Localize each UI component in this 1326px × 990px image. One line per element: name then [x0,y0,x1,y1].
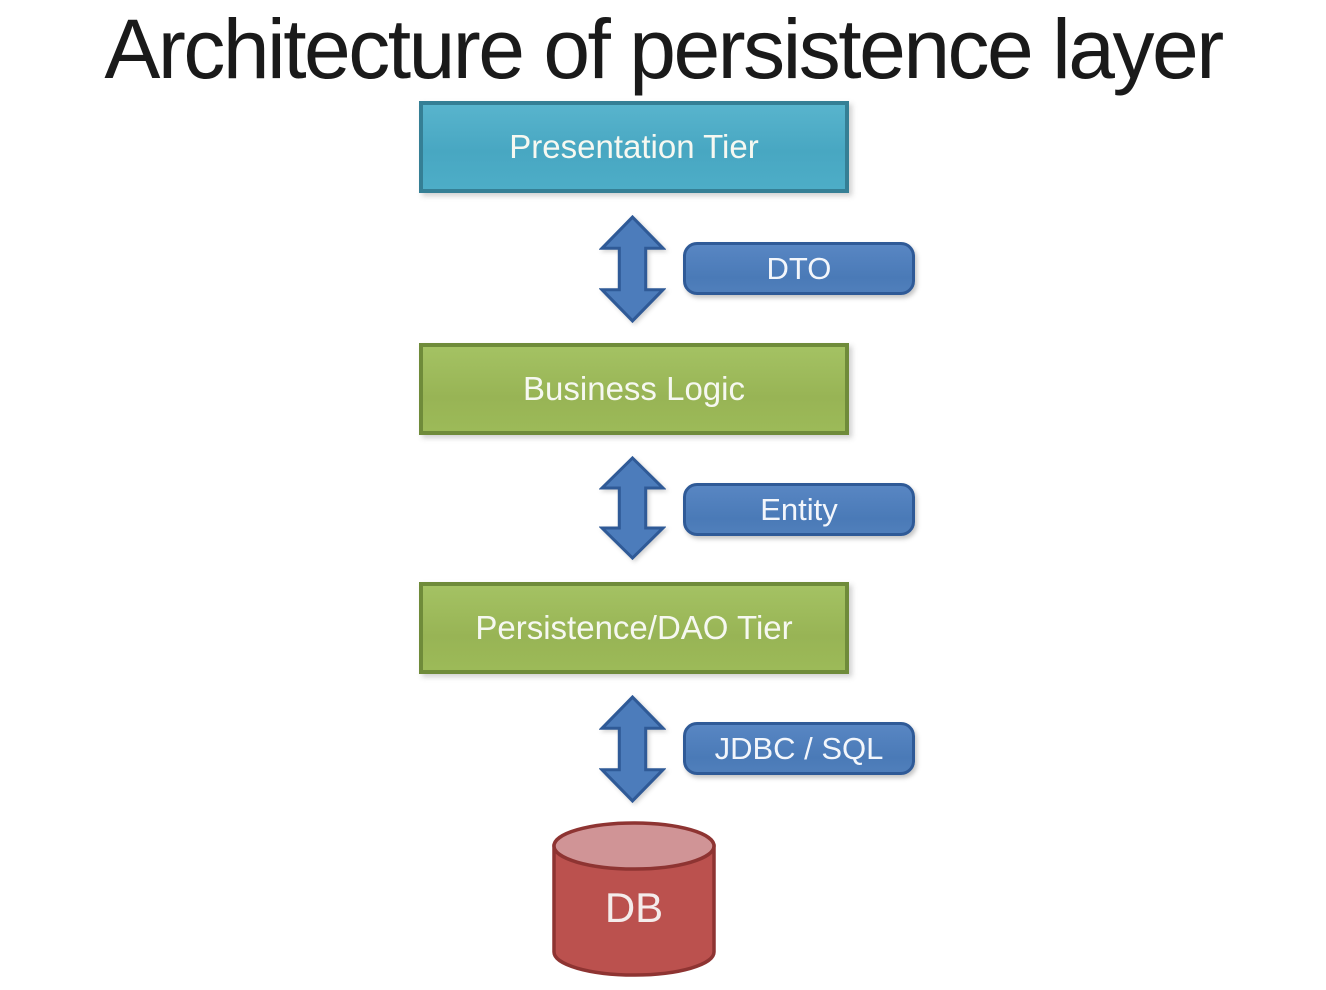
tier-label-persistence-dao: Persistence/DAO Tier [475,609,793,646]
tier-box-presentation: Presentation Tier [419,101,849,193]
connector-badge-entity: Entity [683,483,915,536]
connector-badge-jdbc-sql: JDBC / SQL [683,722,915,775]
connector-label-entity: Entity [760,491,838,527]
connector-badge-dto: DTO [683,242,915,295]
tier-box-business-logic: Business Logic [419,343,849,435]
double-arrow-icon-3 [599,694,666,804]
slide-title: Architecture of persistence layer [104,2,1224,96]
double-arrow-icon-1 [599,214,666,324]
tier-box-persistence-dao: Persistence/DAO Tier [419,582,849,674]
tier-label-business-logic: Business Logic [523,370,745,407]
connector-label-jdbc-sql: JDBC / SQL [714,730,884,766]
database-cylinder-icon [552,821,716,977]
tier-label-presentation: Presentation Tier [509,128,759,165]
connector-label-dto: DTO [766,250,832,286]
database-label: DB [604,884,664,931]
double-arrow-icon-2 [599,455,666,561]
